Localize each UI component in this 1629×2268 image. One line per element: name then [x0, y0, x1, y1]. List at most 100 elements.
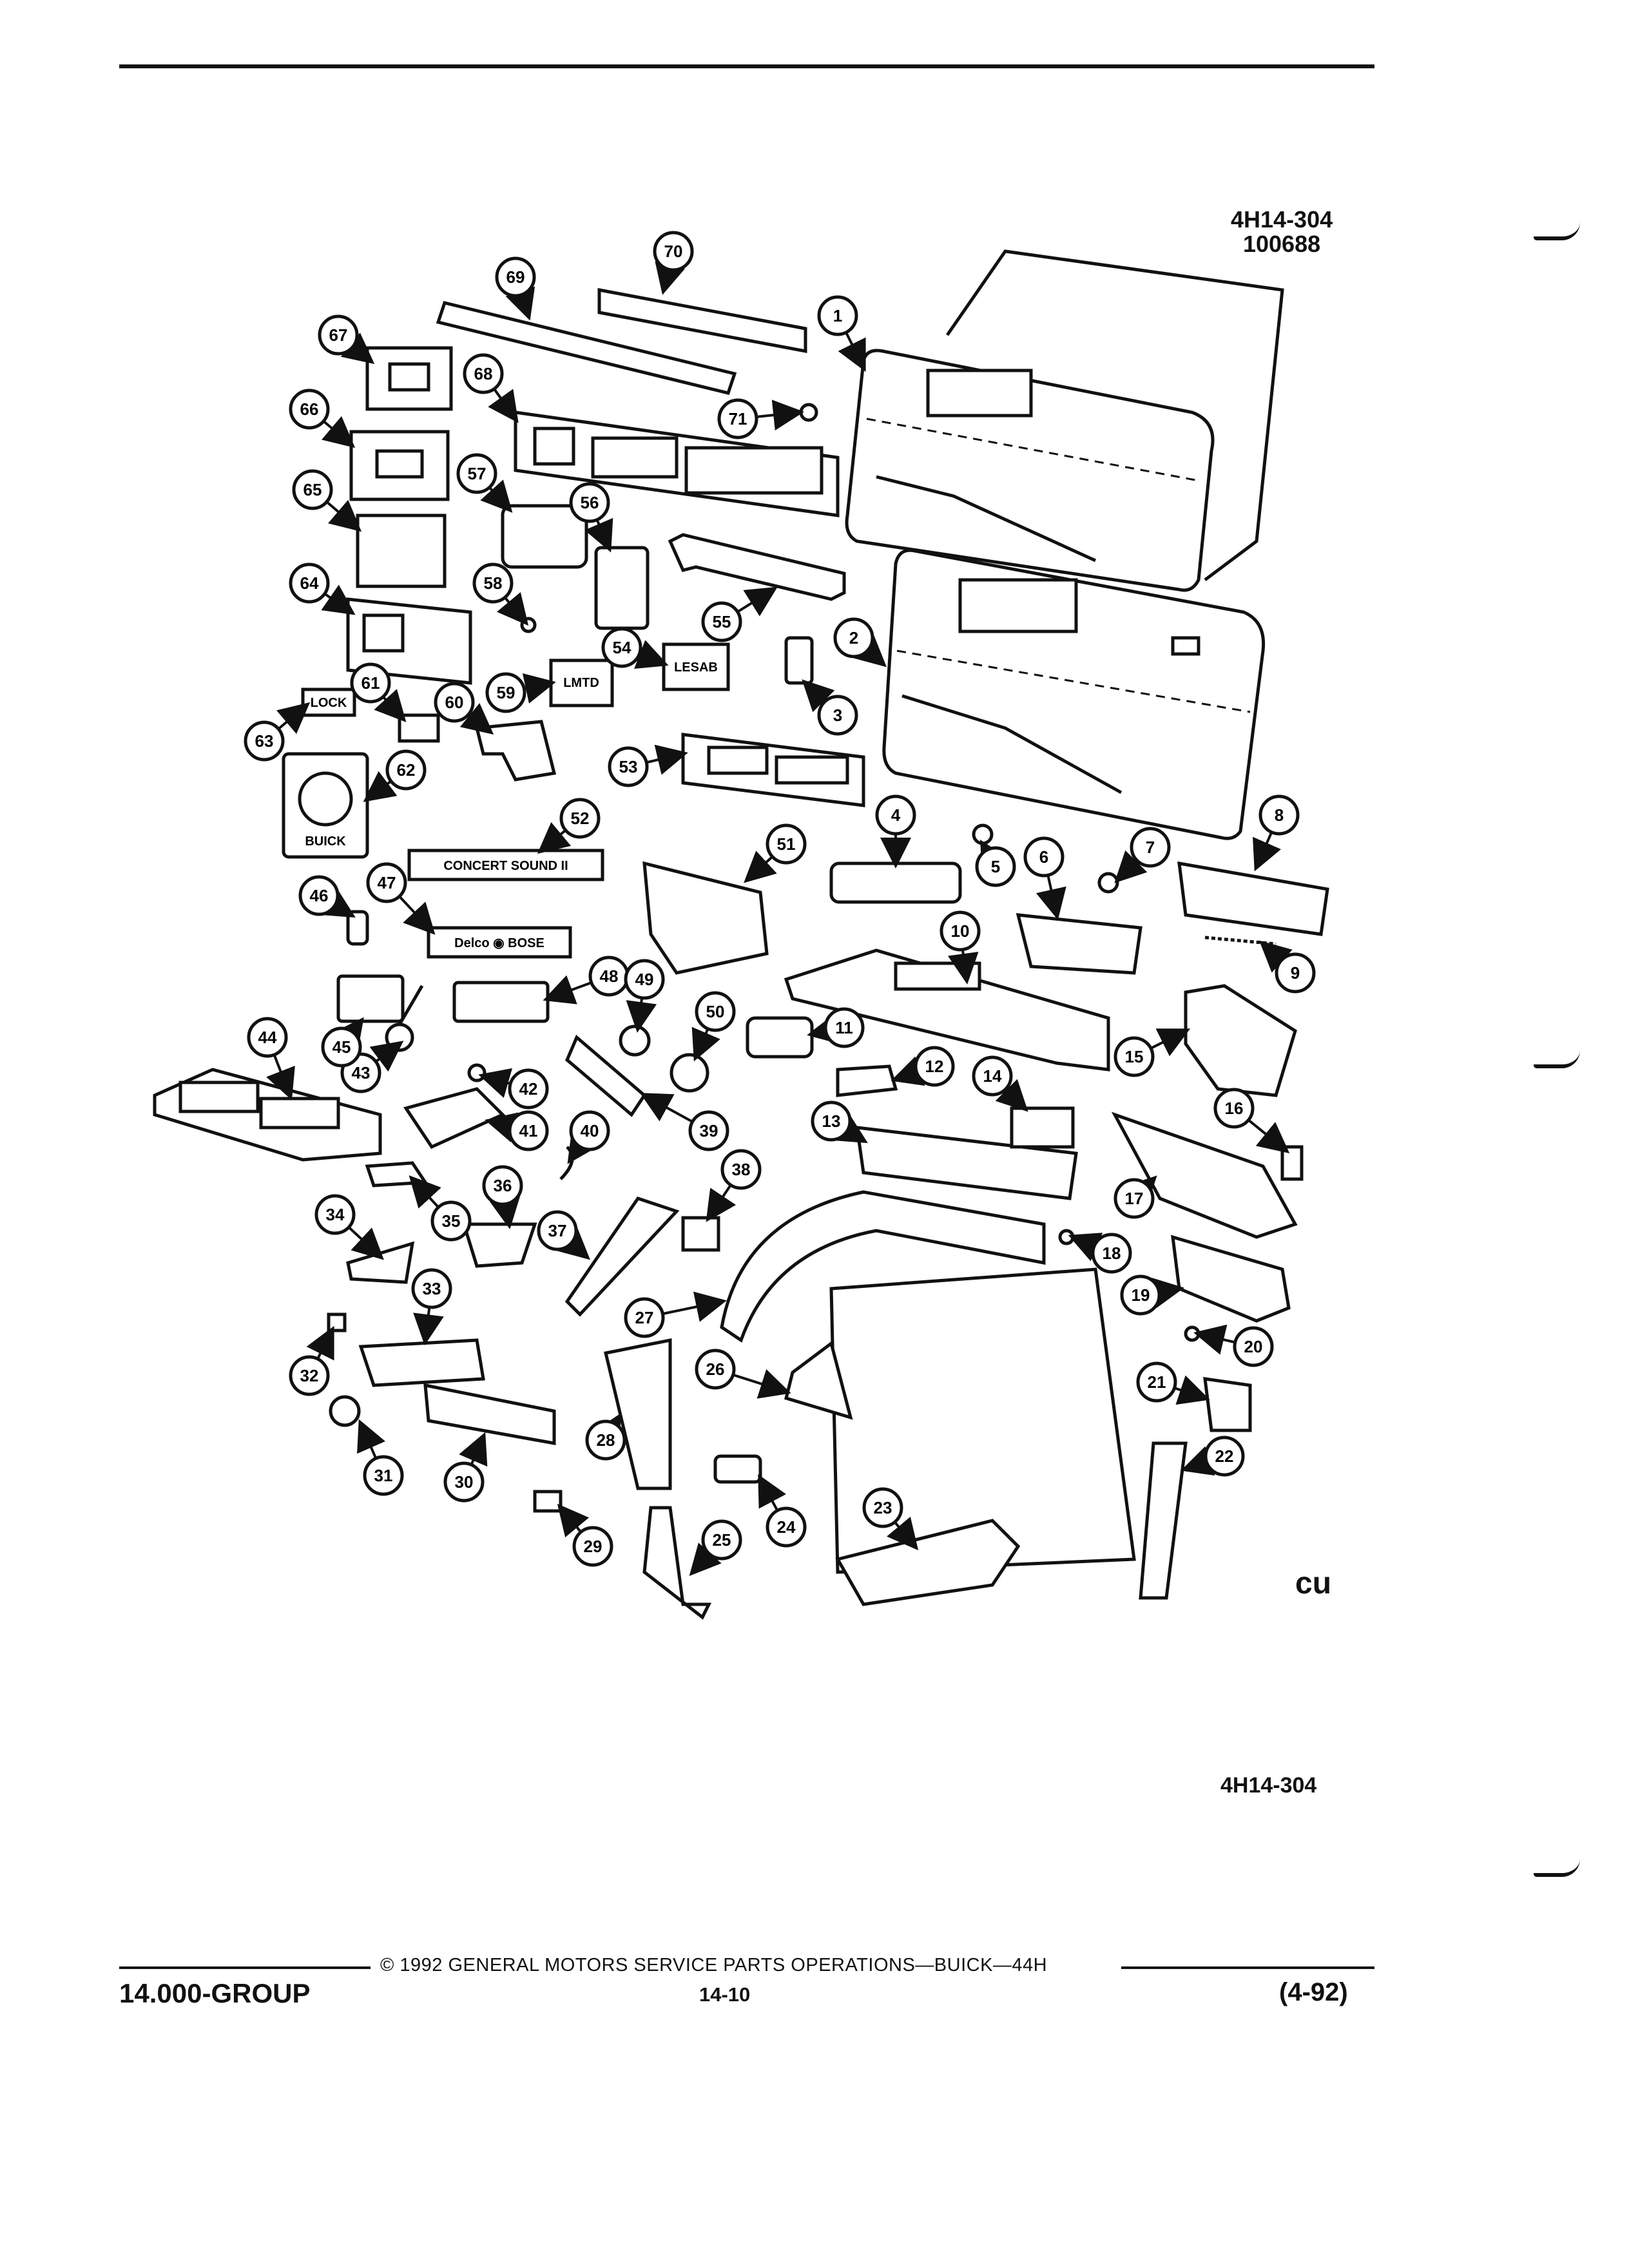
callout-circle-65: [292, 469, 333, 510]
callout-33: 33: [411, 1268, 452, 1345]
part-cup-6: [1016, 913, 1142, 975]
part-mirror-33: [358, 1338, 485, 1387]
callout-44: 44: [247, 1017, 295, 1100]
callout-40: 40: [567, 1110, 610, 1164]
part-lamp-11: [746, 1016, 814, 1059]
callout-circle-56: [569, 482, 610, 523]
le-sabre-text: LESAB: [674, 660, 718, 675]
leader-line-63: [276, 702, 311, 735]
callout-number-56: 56: [581, 493, 599, 512]
callout-circle-41: [508, 1110, 549, 1151]
callout-52: 52: [537, 798, 601, 854]
part-tray-44: [153, 1068, 382, 1162]
callout-number-67: 67: [329, 325, 348, 345]
callout-circle-22: [1204, 1436, 1245, 1477]
callout-number-64: 64: [300, 573, 319, 593]
callout-number-17: 17: [1125, 1189, 1144, 1208]
part-ashtray-39: [564, 1034, 647, 1117]
leader-line-6: [1036, 875, 1066, 920]
leader-line-15: [1150, 1028, 1191, 1057]
part-pull-handle-55: [668, 533, 846, 601]
callout-circle-12: [914, 1046, 955, 1087]
callout-number-16: 16: [1225, 1099, 1244, 1118]
part-pillar-22: [1139, 1441, 1188, 1600]
callout-circle-4: [875, 794, 916, 836]
edge-mark-2: [1534, 1050, 1580, 1068]
callout-circle-45: [321, 1026, 362, 1068]
part-switch-54: LESAB: [662, 642, 730, 691]
callout-circle-16: [1213, 1088, 1255, 1129]
callout-circle-35: [430, 1200, 472, 1242]
part-clip-61: [398, 713, 440, 743]
part-pad-4: [829, 861, 962, 904]
leader-line-26: [733, 1369, 791, 1399]
callout-number-27: 27: [635, 1308, 654, 1327]
leader-line-46: [321, 888, 356, 918]
leader-line-62: [363, 771, 398, 802]
callout-circle-2: [833, 617, 874, 658]
leader-line-69: [505, 286, 535, 321]
part-knob-50: [670, 1053, 709, 1093]
callout-number-55: 55: [713, 612, 731, 631]
leader-line-10: [947, 950, 979, 985]
footer-rule-right: [1121, 1966, 1374, 1969]
callout-2: 2: [833, 617, 887, 668]
leader-line-71: [757, 399, 804, 431]
callout-circle-23: [862, 1487, 903, 1528]
callout-circle-57: [456, 453, 497, 494]
callout-number-25: 25: [713, 1530, 731, 1550]
callout-13: 13: [811, 1100, 868, 1144]
part-pillar-25: [642, 1506, 712, 1620]
footer-copyright: © 1992 GENERAL MOTORS SERVICE PARTS OPER…: [380, 1955, 1048, 1975]
callout-circle-50: [695, 991, 736, 1032]
part-switch-45: [336, 974, 405, 1023]
callout-number-45: 45: [333, 1037, 351, 1057]
callout-number-71: 71: [729, 409, 747, 428]
callout-number-43: 43: [352, 1063, 371, 1082]
callout-circle-10: [940, 910, 981, 952]
callout-number-63: 63: [255, 731, 274, 751]
leader-line-25: [689, 1542, 722, 1576]
callout-number-3: 3: [833, 706, 842, 725]
leader-line-47: [399, 896, 436, 935]
leader-line-64: [321, 584, 356, 615]
footer-group: 14.000-GROUP: [119, 1978, 311, 2008]
callout-59: 59: [485, 672, 556, 713]
part-concert-sound-nameplate-52: CONCERT SOUND II: [407, 849, 604, 881]
leader-line-39: [639, 1093, 693, 1123]
callout-circle-29: [572, 1526, 613, 1567]
part-rail-70: [597, 287, 807, 354]
leader-line-31: [357, 1419, 386, 1459]
leader-line-44: [266, 1055, 295, 1100]
callout-35: 35: [409, 1175, 472, 1242]
callout-30: 30: [443, 1432, 488, 1503]
callout-number-29: 29: [584, 1537, 602, 1556]
callout-number-7: 7: [1146, 838, 1155, 857]
part-bracket-34: [346, 1241, 415, 1284]
leader-line-20: [1193, 1324, 1235, 1355]
leader-line-67: [340, 332, 375, 364]
leader-line-55: [737, 586, 778, 617]
callout-circle-26: [695, 1349, 736, 1390]
callout-circle-6: [1023, 836, 1065, 878]
callout-number-15: 15: [1125, 1047, 1144, 1066]
callout-number-41: 41: [519, 1121, 538, 1140]
callout-circle-7: [1130, 827, 1171, 868]
callout-49: 49: [624, 959, 665, 1033]
callout-number-4: 4: [891, 805, 901, 825]
callout-circle-9: [1275, 952, 1316, 994]
part-bracket-8: [1177, 861, 1329, 936]
callout-circle-15: [1113, 1036, 1155, 1077]
leader-line-24: [758, 1474, 787, 1511]
callout-circle-67: [318, 314, 359, 356]
part-lamp-31: [329, 1395, 361, 1427]
callout-24: 24: [758, 1474, 807, 1548]
callout-36: 36: [482, 1165, 523, 1229]
callout-70: 70: [653, 231, 694, 295]
callout-32: 32: [289, 1325, 334, 1396]
callout-7: 7: [1114, 827, 1171, 883]
callout-46: 46: [298, 875, 356, 918]
callout-number-57: 57: [468, 464, 487, 483]
part-armrest-bezel-68: [514, 410, 840, 517]
part-cover-19: [1171, 1235, 1291, 1323]
